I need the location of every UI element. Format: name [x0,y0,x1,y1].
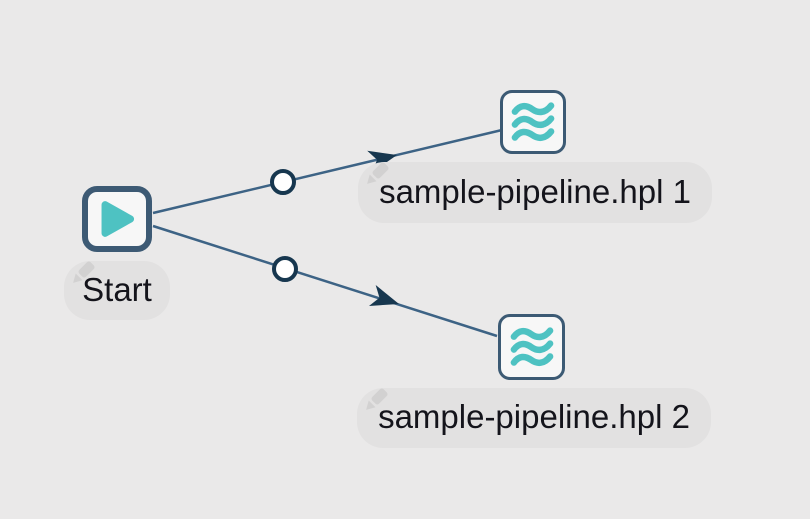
action-label-text: Start [82,270,152,308]
action-label-pipeline-2[interactable]: sample-pipeline.hpl 2 [357,388,711,448]
pencil-icon [366,388,388,410]
waves-icon [511,102,555,142]
hop-line[interactable] [152,128,503,215]
action-node-start[interactable] [82,186,152,252]
action-label-pipeline-1[interactable]: sample-pipeline.hpl 1 [358,162,712,223]
hop-start-to-pipeline-2 [152,224,498,338]
play-icon [101,201,135,237]
hop-arrow-icon [368,285,399,306]
action-node-pipeline-2[interactable] [498,314,565,380]
action-node-pipeline-1[interactable] [500,90,566,154]
pencil-icon [367,162,389,184]
pencil-icon [73,261,95,283]
hop-midpoint-handle[interactable] [272,256,298,282]
action-label-text: sample-pipeline.hpl 2 [378,398,690,435]
action-label-start[interactable]: Start [64,261,170,320]
hop-midpoint-handle[interactable] [270,169,296,195]
waves-icon [510,327,553,367]
action-label-text: sample-pipeline.hpl 1 [379,172,691,210]
hop-line[interactable] [152,224,498,338]
